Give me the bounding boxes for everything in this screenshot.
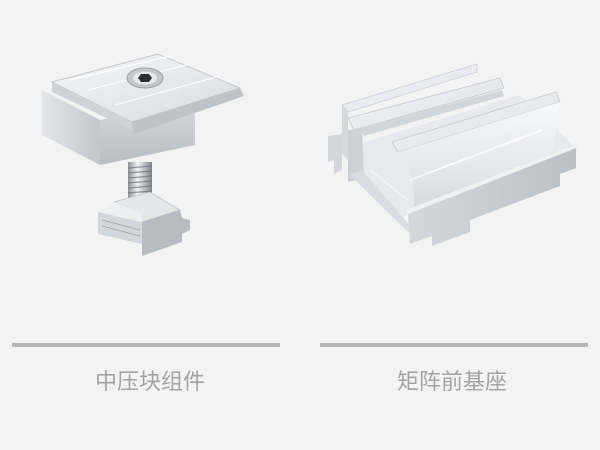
divider-line <box>320 343 588 347</box>
product-label[interactable]: 中压块组件 <box>94 370 205 395</box>
divider-line <box>12 343 280 347</box>
array-front-base-image[interactable] <box>320 50 590 260</box>
mid-clamp-assembly-image[interactable] <box>30 30 260 270</box>
product-card-array-front-base[interactable]: 矩阵前基座 <box>300 0 600 450</box>
product-label[interactable]: 矩阵前基座 <box>396 370 507 395</box>
product-card-mid-clamp[interactable]: 中压块组件 <box>0 0 300 450</box>
